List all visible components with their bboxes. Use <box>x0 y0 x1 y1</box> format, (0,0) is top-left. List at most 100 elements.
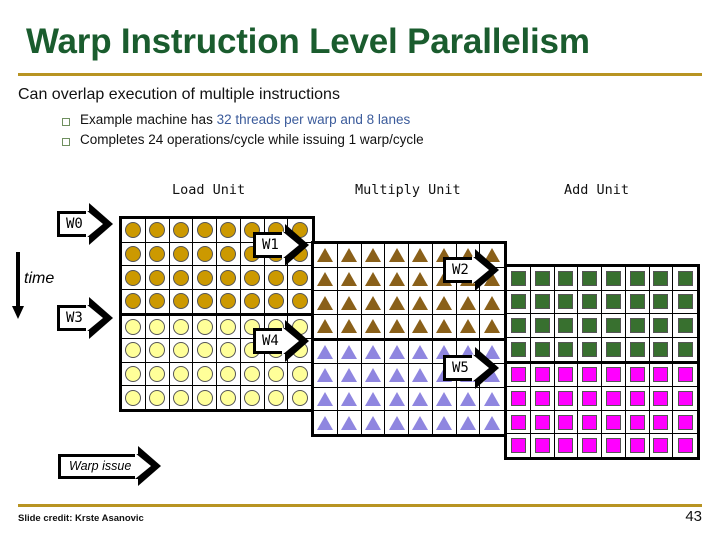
circle-icon <box>149 318 166 335</box>
square-icon <box>534 438 550 454</box>
grid-cell <box>193 289 217 316</box>
triangle-icon <box>412 295 429 310</box>
square-icon <box>534 270 550 286</box>
grid-cell <box>673 387 697 411</box>
triangle-icon <box>317 319 334 334</box>
triangle-icon <box>388 295 405 310</box>
grid-cell <box>288 363 312 387</box>
circle-icon <box>149 269 166 286</box>
grid-cell <box>507 363 531 388</box>
bullet-text-plain: Completes 24 operations/cycle while issu… <box>80 132 424 147</box>
circle-icon <box>220 366 237 383</box>
grid-cell <box>625 314 650 338</box>
grid-cell <box>480 411 504 434</box>
grid-cell <box>530 410 555 435</box>
circle-icon <box>125 222 142 239</box>
square-icon <box>677 438 693 454</box>
triangle-icon <box>388 248 405 263</box>
grid-cell <box>217 289 241 316</box>
triangle-icon <box>388 344 405 359</box>
square-icon <box>677 367 693 383</box>
page-number: 43 <box>685 508 702 525</box>
triangle-icon <box>317 368 334 383</box>
square-icon <box>677 270 693 286</box>
triangle-icon <box>459 392 476 407</box>
grid-cell <box>673 364 697 388</box>
square-icon <box>510 414 526 430</box>
grid-cell <box>649 267 674 291</box>
arrow-head-icon <box>85 297 113 339</box>
triangle-icon <box>364 295 381 310</box>
grid-cell <box>193 339 217 363</box>
grid-cell <box>193 315 217 340</box>
grid-cell <box>649 337 674 364</box>
grid-cell <box>673 434 697 457</box>
circle-icon <box>149 293 166 310</box>
grid-cell <box>122 242 146 267</box>
warp-label: W2 <box>452 262 469 278</box>
grid-cell <box>314 291 338 315</box>
grid-cell <box>264 362 289 387</box>
grid-cell <box>169 266 194 290</box>
grid-cell <box>673 267 697 291</box>
square-icon <box>605 318 621 334</box>
warp-arrow-w1: W1 <box>253 224 309 266</box>
grid-cell <box>456 314 481 341</box>
triangle-icon <box>341 248 358 263</box>
grid-cell <box>649 387 674 411</box>
grid-cell <box>314 244 338 268</box>
grid-cell <box>578 290 602 315</box>
grid-cell <box>361 387 386 412</box>
triangle-icon <box>412 368 429 383</box>
grid-cell <box>530 267 555 291</box>
grid-cell <box>409 340 433 365</box>
grid-cell <box>337 387 362 412</box>
grid-cell <box>145 315 170 340</box>
time-axis-tip <box>12 306 24 319</box>
grid-cell <box>146 386 170 409</box>
grid-cell <box>145 266 170 290</box>
title-divider <box>18 73 702 76</box>
bullet-square-icon <box>62 138 70 146</box>
square-icon <box>653 390 669 406</box>
triangle-icon <box>388 368 405 383</box>
arrow-head-icon <box>135 446 162 486</box>
grid-cell <box>507 337 531 364</box>
warp-issue-label: Warp issue <box>69 459 132 473</box>
grid-cell <box>456 387 481 412</box>
grid-cell <box>169 242 194 267</box>
circle-icon <box>292 366 309 383</box>
square-icon <box>677 414 693 430</box>
grid-cell <box>385 340 409 365</box>
grid-cell <box>432 291 457 315</box>
warp-label: W3 <box>66 310 83 326</box>
circle-icon <box>196 293 213 310</box>
grid-cell <box>554 290 579 315</box>
warp-arrow-body: W2 <box>443 257 476 283</box>
grid-cell <box>673 291 697 315</box>
grid-cell <box>530 387 555 411</box>
warp-arrow-body: W1 <box>253 232 286 258</box>
triangle-icon <box>364 392 381 407</box>
triangle-icon <box>341 415 358 430</box>
circle-icon <box>292 293 309 310</box>
square-icon <box>510 367 526 383</box>
circle-icon <box>196 245 213 262</box>
grid-cell <box>145 242 170 267</box>
circle-icon <box>125 293 142 310</box>
warp-arrow-body: W0 <box>57 211 90 237</box>
square-icon <box>629 414 645 430</box>
grid-cell <box>122 386 146 409</box>
grid-cell <box>578 337 602 364</box>
triangle-icon <box>412 319 429 334</box>
grid-cell <box>530 363 555 388</box>
square-icon <box>558 414 574 430</box>
grid-cell <box>649 410 674 435</box>
circle-icon <box>244 269 261 286</box>
grid-cell <box>409 411 433 434</box>
grid-cell <box>578 410 602 435</box>
square-icon <box>510 341 526 357</box>
circle-icon <box>149 245 166 262</box>
square-icon <box>510 318 526 334</box>
unit-label-load: Load Unit <box>172 182 246 198</box>
